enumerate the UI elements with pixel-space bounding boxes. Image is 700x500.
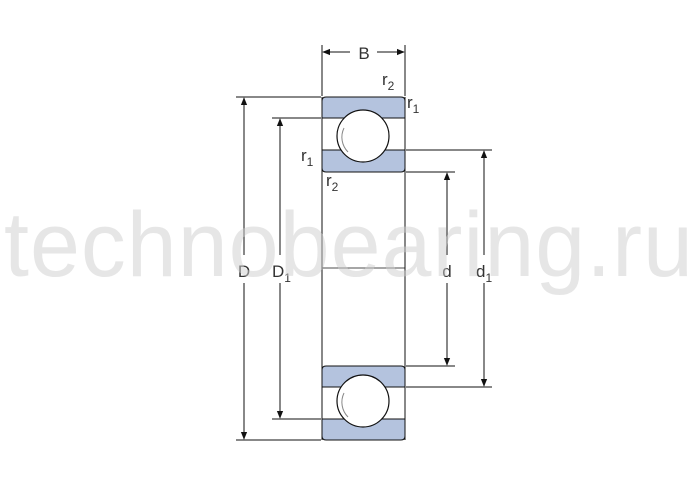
label-outer-diameter: D [238,262,250,281]
watermark: technobearing.ru [4,194,694,296]
bottom-ball-shading [341,392,349,418]
label-r2-top: r2 [382,70,395,93]
bottom-outer-ring [321,418,406,441]
chamfer-labels: r2 r1 r1 r2 [301,70,420,194]
top-ball [336,109,390,163]
label-b: B [358,44,369,63]
dimension-d1-outer-shoulder: D1 [272,117,321,420]
dimension-d-outer: D [236,96,321,441]
dimension-d-bore: d [406,171,455,367]
label-outer-shoulder: D1 [272,262,291,285]
label-r1-top: r1 [407,93,420,116]
label-r1-left: r1 [301,146,314,169]
top-outer-ring [321,96,406,119]
bottom-ball [336,374,390,428]
label-inner-shoulder: d1 [476,262,492,285]
top-ball-shading [341,127,349,153]
dimension-b: B [321,44,406,96]
bottom-cross-section [321,365,406,441]
dimension-d1-inner-shoulder: d1 [406,149,492,388]
top-cross-section [321,96,406,173]
label-r2-bottom: r2 [326,171,339,194]
label-bore-diameter: d [442,262,451,281]
